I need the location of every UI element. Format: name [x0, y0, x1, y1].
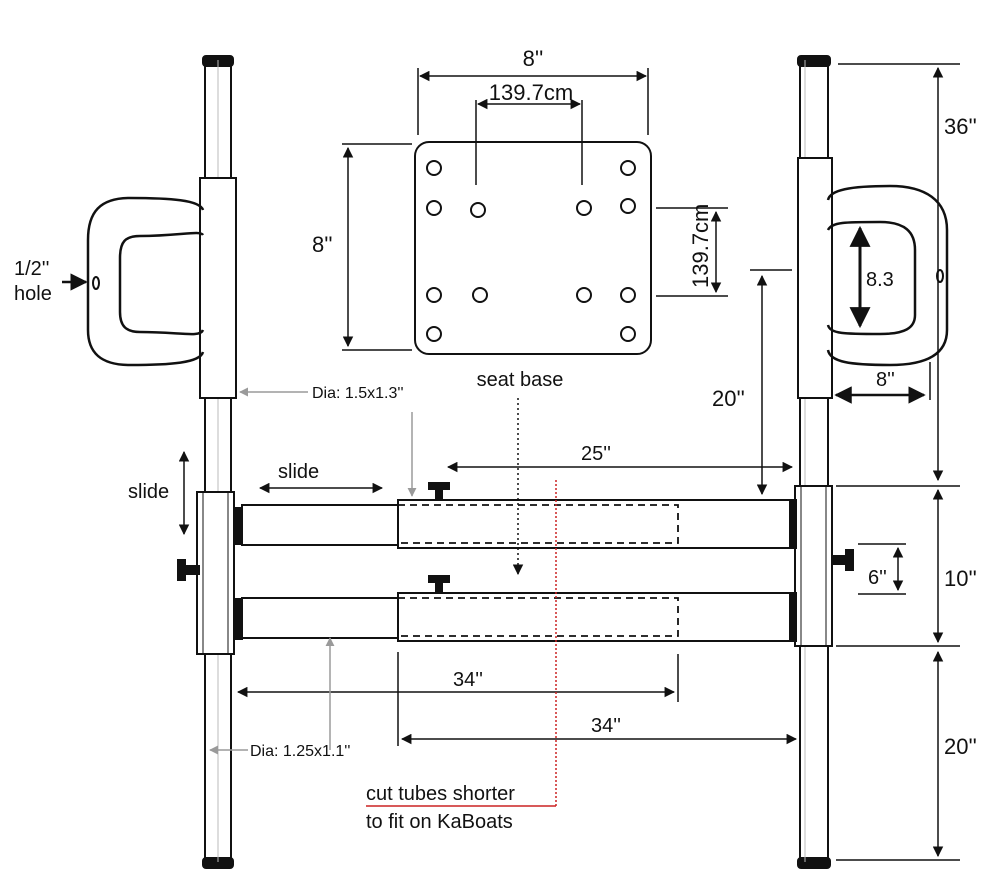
- clamp-6-label: 6'': [868, 567, 887, 589]
- lower-tube: [235, 575, 797, 642]
- diameter-leaders: [209, 387, 417, 755]
- plate-width-label: 8'': [523, 46, 544, 71]
- inner-34-label: 34'': [453, 669, 483, 691]
- right-knob: [831, 549, 854, 571]
- left-handle: [86, 196, 205, 367]
- dia-lower-label: Dia: 1.25x1.1'': [250, 743, 350, 760]
- left-knob: [177, 559, 200, 581]
- cut-line: [366, 480, 557, 807]
- slide-horizontal-label: slide: [278, 461, 319, 483]
- slide-vertical-label: slide: [128, 481, 169, 503]
- cut-note-line1: cut tubes shorter: [366, 783, 515, 805]
- right-handle-sleeve: [797, 157, 833, 399]
- labels: 8'' 139.7cm 8'' 139.7cm 1/2'' hole Dia: …: [14, 46, 977, 833]
- right-handle: [826, 184, 949, 367]
- top-36-label: 36'': [944, 114, 977, 139]
- height-20-mid-label: 20'': [712, 386, 745, 411]
- left-handle-sleeve: [199, 177, 237, 399]
- hole-spacing-h-label: 139.7cm: [489, 80, 573, 105]
- half-inch-label: 1/2'': [14, 258, 49, 280]
- hole-spacing-v-label: 139.7cm: [688, 204, 713, 288]
- cut-note-line2: to fit on KaBoats: [366, 811, 513, 833]
- mid-10-label: 10'': [944, 566, 977, 591]
- seat-base-plate: [414, 141, 652, 355]
- left-handle-hole: [92, 276, 100, 290]
- seat-base-label: seat base: [477, 369, 564, 391]
- dimension-lines: [62, 63, 960, 861]
- dia-upper-label: Dia: 1.5x1.3'': [312, 385, 404, 402]
- span-25-label: 25'': [581, 443, 611, 465]
- plate-height-label: 8'': [312, 232, 333, 257]
- handle-height-label: 8.3: [866, 269, 894, 291]
- hole-label: hole: [14, 283, 52, 305]
- upper-tube: [235, 482, 797, 549]
- handle-depth-label: 8'': [876, 369, 895, 391]
- bottom-20-label: 20'': [944, 734, 977, 759]
- outer-34-label: 34'': [591, 715, 621, 737]
